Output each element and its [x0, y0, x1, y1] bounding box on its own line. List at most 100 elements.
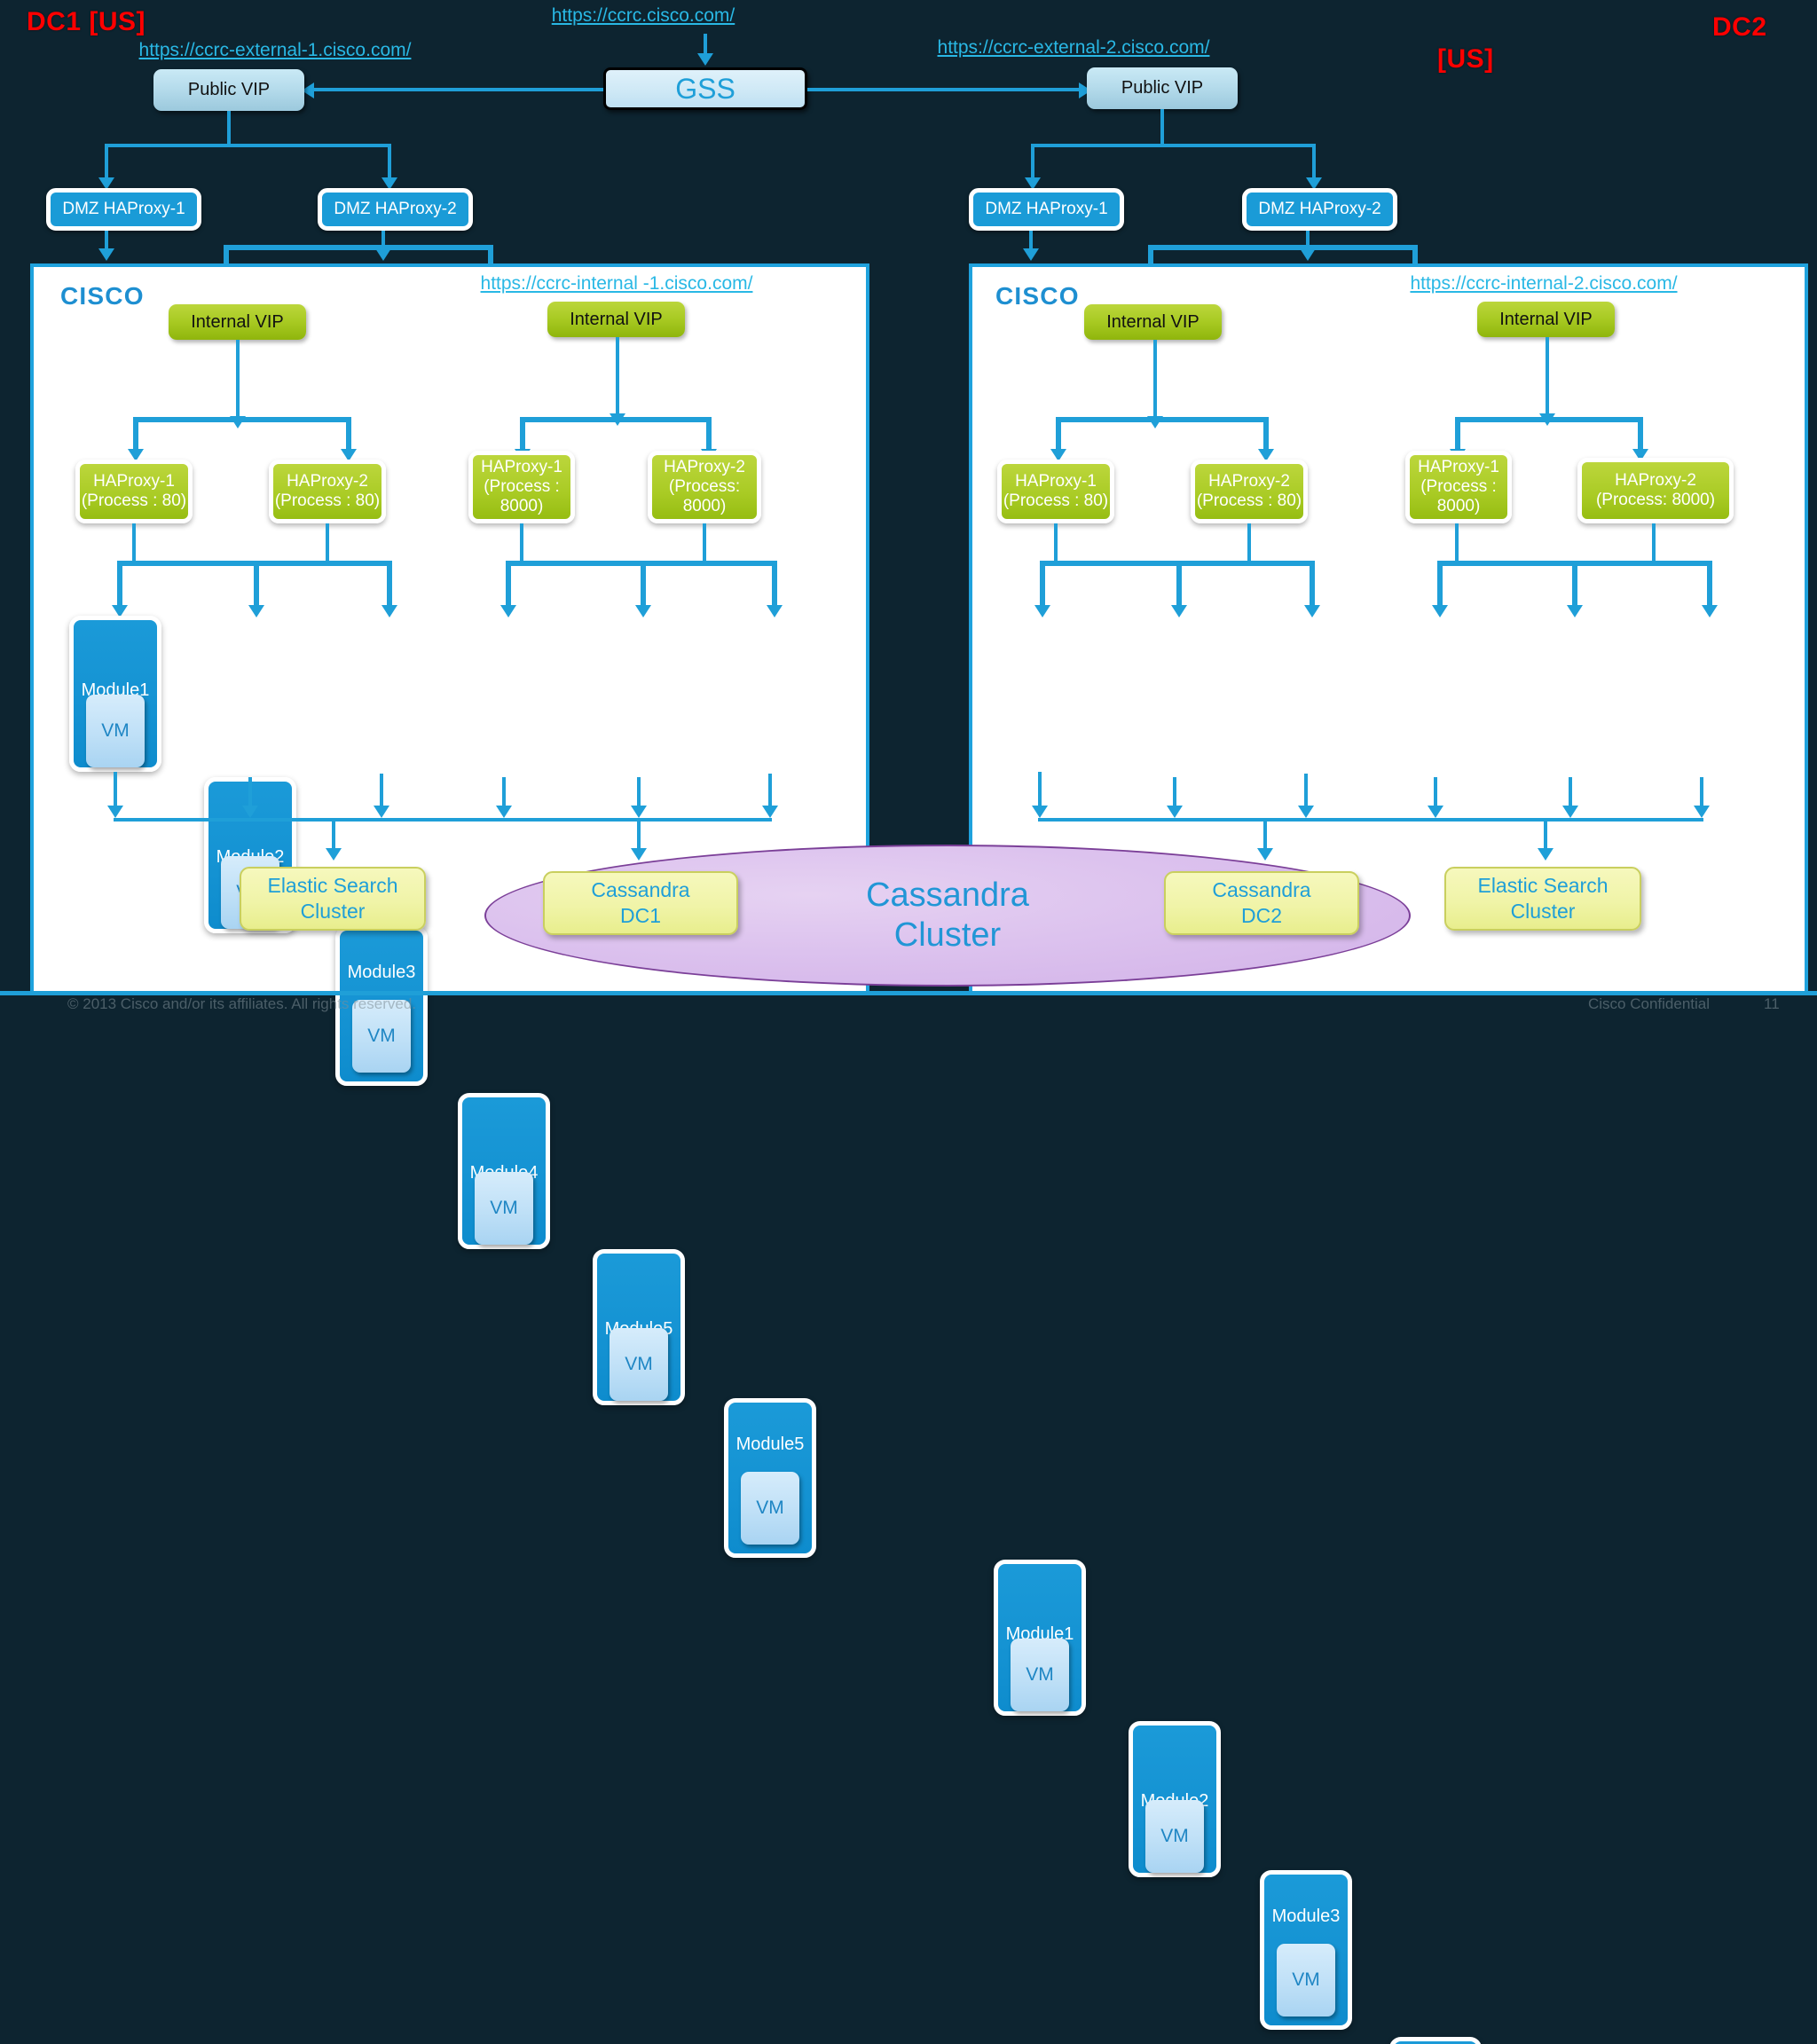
dc1-external-url[interactable]: https://ccrc-external-1.cisco.com/: [138, 40, 412, 60]
dc1-module-5[interactable]: Module5 VM: [593, 1249, 685, 1405]
diagram-canvas: DC1 [US] DC2 [US] https://ccrc.cisco.com…: [0, 5, 1817, 2044]
dc2-internal-vip-right[interactable]: Internal VIP: [1477, 302, 1615, 337]
dc2-hap-fork-right: [1455, 417, 1643, 422]
dc1-module2-out: [248, 777, 252, 809]
dc1-dmz-haproxy-2[interactable]: DMZ HAProxy-2: [318, 188, 473, 231]
dc1-module-6-vm[interactable]: VM: [741, 1472, 799, 1545]
dc1-hap2-arrowhead: [341, 449, 357, 461]
footer-confidential: Cisco Confidential: [1588, 995, 1711, 1012]
dc1-dmz2-drop: [381, 231, 385, 252]
dc2-haproxy-2[interactable]: HAProxy-2 (Process : 80): [1191, 460, 1308, 523]
dc1-internal-vip-right[interactable]: Internal VIP: [547, 302, 685, 337]
dc2-bottom-bus: [1038, 818, 1703, 822]
dc1-hap-fork-right: [520, 417, 712, 422]
dc2-dmz1-drop-arrowhead: [1023, 248, 1039, 261]
dc2-dmz1-arrowhead: [1025, 177, 1041, 190]
dc2-elastic-search-line1: Elastic Search: [1477, 874, 1609, 898]
dc1-dmz2-arrowhead: [381, 177, 397, 190]
dc2-haproxy-1[interactable]: HAProxy-1 (Process : 80): [997, 460, 1114, 523]
dc2-external-url[interactable]: https://ccrc-external-2.cisco.com/: [937, 37, 1210, 58]
dc2-haproxy-4-name: HAProxy-2: [1615, 470, 1696, 490]
dc2-module-2-vm[interactable]: VM: [1145, 1800, 1204, 1873]
dc2-module4-branch: [1437, 561, 1443, 609]
dc1-module-4[interactable]: Module4 VM: [458, 1093, 550, 1249]
dc2-hap3-out: [1455, 523, 1459, 562]
cassandra-dc2-node[interactable]: Cassandra DC2: [1164, 871, 1359, 935]
dc1-module-1[interactable]: Module1 VM: [69, 616, 161, 772]
dc1-bottom-bus: [114, 818, 772, 822]
dc2-hap1-arrowhead: [1050, 449, 1066, 461]
dc2-dmz2-drop-arrowhead: [1300, 248, 1316, 261]
dc1-elastic-search-cluster[interactable]: Elastic Search Cluster: [240, 867, 426, 931]
cassandra-dc2-line1: Cassandra: [1212, 878, 1311, 902]
dc1-module4-arrowhead: [500, 605, 516, 617]
dc2-module6-branch: [1707, 561, 1712, 609]
dc2-module-3-vm[interactable]: VM: [1277, 1944, 1335, 2016]
dc1-module5-arrowhead: [635, 605, 651, 617]
dc2-module5-arrowhead: [1567, 605, 1583, 617]
dc2-dmz-haproxy-2[interactable]: DMZ HAProxy-2: [1242, 188, 1397, 231]
dc2-internal-vip-right-label: Internal VIP: [1499, 309, 1593, 329]
dc1-module-4-vm[interactable]: VM: [475, 1172, 533, 1245]
dc1-haproxy-4-process: (Process: 8000): [668, 476, 741, 516]
dc1-module4-out: [502, 777, 506, 809]
dc2-haproxy-2-process: (Process : 80): [1196, 491, 1302, 510]
dc2-module1-out-arrowhead: [1032, 806, 1048, 818]
dc2-haproxy-3-name: HAProxy-1: [1418, 457, 1499, 476]
dc1-module6-arrowhead: [767, 605, 783, 617]
dc1-module2-out-arrowhead: [242, 806, 258, 818]
dc2-haproxy-4-process: (Process: 8000): [1595, 491, 1716, 509]
dc1-haproxy-3[interactable]: HAProxy-1 (Process : 8000): [468, 451, 575, 523]
dc1-module-1-vm[interactable]: VM: [86, 695, 145, 767]
gss-to-dc1-arrowhead: [302, 83, 314, 98]
dc2-module-1-vm[interactable]: VM: [1011, 1639, 1069, 1711]
dc1-module5-branch: [641, 561, 646, 609]
dc2-public-vip[interactable]: Public VIP: [1087, 67, 1238, 109]
gss-to-dc2-line: [807, 88, 1082, 91]
dc2-module5-out: [1569, 777, 1572, 809]
gss-node[interactable]: GSS: [603, 67, 807, 110]
dc1-module5-out: [637, 777, 641, 809]
cassandra-dc1-node[interactable]: Cassandra DC1: [543, 871, 738, 935]
dc1-haproxy-2[interactable]: HAProxy-2 (Process : 80): [269, 460, 386, 523]
dc2-internal-url[interactable]: https://ccrc-internal-2.cisco.com/: [1410, 273, 1678, 294]
dc2-dmz-haproxy-1[interactable]: DMZ HAProxy-1: [969, 188, 1124, 231]
dc1-dmz-haproxy-2-label: DMZ HAProxy-2: [334, 200, 457, 218]
dc1-vip-stem: [227, 111, 231, 145]
dc2-module-3[interactable]: Module3 VM: [1260, 1870, 1352, 2030]
gss-url[interactable]: https://ccrc.cisco.com/: [551, 5, 735, 26]
dc1-haproxy-1[interactable]: HAProxy-1 (Process : 80): [75, 460, 193, 523]
dc2-haproxy-2-name: HAProxy-2: [1208, 471, 1290, 491]
dc1-haproxy-1-process: (Process : 80): [81, 491, 187, 510]
footer-divider: [0, 991, 1817, 995]
dc1-haproxy-4-name: HAProxy-2: [664, 457, 745, 476]
dc2-internal-vip-left[interactable]: Internal VIP: [1084, 304, 1222, 340]
dc1-module3-out-arrowhead: [374, 806, 389, 818]
dc2-haproxy-4[interactable]: HAProxy-2 (Process: 8000): [1577, 458, 1734, 523]
dc2-module-4[interactable]: Module4 VM: [1389, 2037, 1482, 2044]
dc2-haproxy-3[interactable]: HAProxy-1 (Process : 8000): [1405, 451, 1512, 523]
dc1-public-vip[interactable]: Public VIP: [153, 69, 304, 111]
dc1-internal-url[interactable]: https://ccrc-internal -1.cisco.com/: [480, 273, 753, 294]
dc2-panel-logo: CISCO: [995, 282, 1080, 310]
dc2-es-arrowhead: [1538, 848, 1553, 861]
dc1-module4-branch: [506, 561, 511, 609]
dc1-module2-arrowhead: [248, 605, 264, 617]
cassandra-dc2-line2: DC2: [1240, 904, 1282, 927]
dc1-label: DC1 [US]: [27, 7, 146, 36]
dc2-module-2[interactable]: Module2 VM: [1129, 1721, 1221, 1877]
dc2-hap4-branch: [1638, 417, 1643, 452]
dc1-module-5-vm[interactable]: VM: [610, 1328, 668, 1401]
dc2-module-1-vm-label: VM: [1026, 1664, 1054, 1685]
dc1-haproxy-4[interactable]: HAProxy-2 (Process: 8000): [648, 451, 761, 523]
dc1-module-6[interactable]: Module5 VM: [724, 1398, 816, 1558]
dc2-cassandra-arrowhead: [1257, 848, 1273, 861]
dc2-module6-out-arrowhead: [1694, 806, 1710, 818]
dc2-module-1[interactable]: Module1 VM: [994, 1560, 1086, 1716]
dc1-hap1-arrowhead: [128, 449, 144, 461]
dc2-module1-branch: [1040, 561, 1045, 609]
dc1-module3-arrowhead: [381, 605, 397, 617]
dc1-internal-vip-left[interactable]: Internal VIP: [169, 304, 306, 340]
dc2-elastic-search-cluster[interactable]: Elastic Search Cluster: [1444, 867, 1641, 931]
dc1-dmz-haproxy-1[interactable]: DMZ HAProxy-1: [46, 188, 201, 231]
